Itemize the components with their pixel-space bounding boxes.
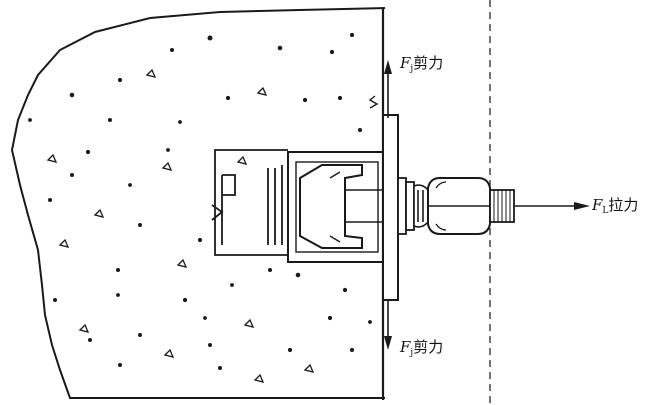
shear-force-arrows bbox=[384, 60, 392, 350]
concrete-body-outline bbox=[10, 7, 386, 399]
shear-force-symbol: F bbox=[400, 338, 411, 356]
lock-washer bbox=[413, 184, 429, 228]
tension-force-label: FL拉力 bbox=[592, 198, 638, 216]
bolt-threaded-end bbox=[489, 189, 515, 223]
tension-force-subscript: L bbox=[602, 206, 609, 216]
shear-force-text: 剪力 bbox=[413, 338, 444, 356]
shear-force-subscript: j bbox=[410, 348, 414, 358]
shear-force-text: 剪力 bbox=[413, 54, 444, 72]
surface-break-mark bbox=[368, 95, 379, 109]
hex-nut bbox=[427, 177, 491, 235]
anchor-recess bbox=[211, 149, 288, 256]
tension-force-symbol: F bbox=[592, 196, 603, 214]
shear-force-label-bottom: Fj剪力 bbox=[400, 340, 443, 358]
base-plate bbox=[382, 114, 399, 301]
concrete-aggregate bbox=[28, 32, 372, 383]
washer bbox=[397, 177, 415, 235]
shear-force-subscript: j bbox=[410, 64, 414, 74]
bolt-head bbox=[299, 164, 363, 249]
shear-force-label-top: Fj剪力 bbox=[400, 56, 443, 74]
tension-force-text: 拉力 bbox=[608, 196, 639, 214]
bolt-head-inner bbox=[329, 171, 341, 243]
shear-force-symbol: F bbox=[400, 54, 411, 72]
tension-force-arrow bbox=[514, 202, 590, 210]
